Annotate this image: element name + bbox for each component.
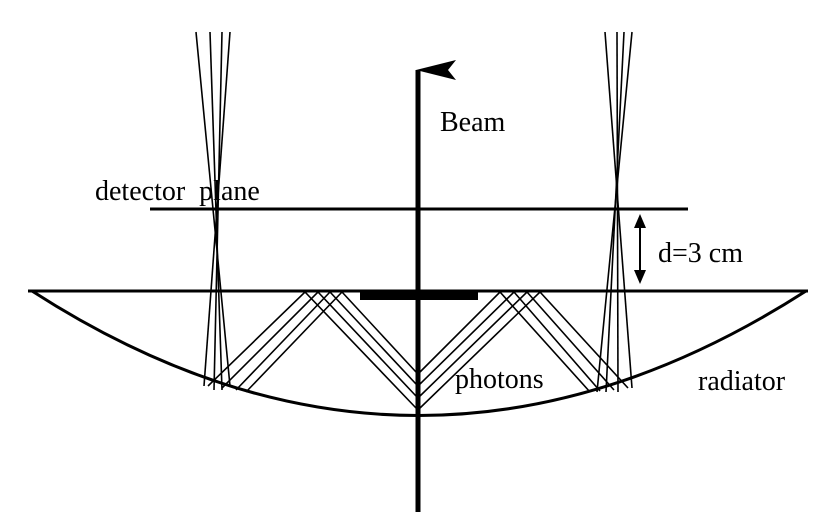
beam-label: Beam (440, 107, 506, 138)
left-photon-cone (195, 31, 231, 391)
distance-indicator (634, 214, 646, 284)
left-photon-paths (207, 290, 417, 409)
photons-label: photons (455, 364, 544, 395)
right-photon-paths (419, 290, 629, 409)
right-photon-cone (596, 31, 633, 393)
distance-label: d=3 cm (658, 238, 743, 269)
radiator-label: radiator (698, 366, 786, 397)
detector-plane-label: detector plane (95, 176, 260, 207)
